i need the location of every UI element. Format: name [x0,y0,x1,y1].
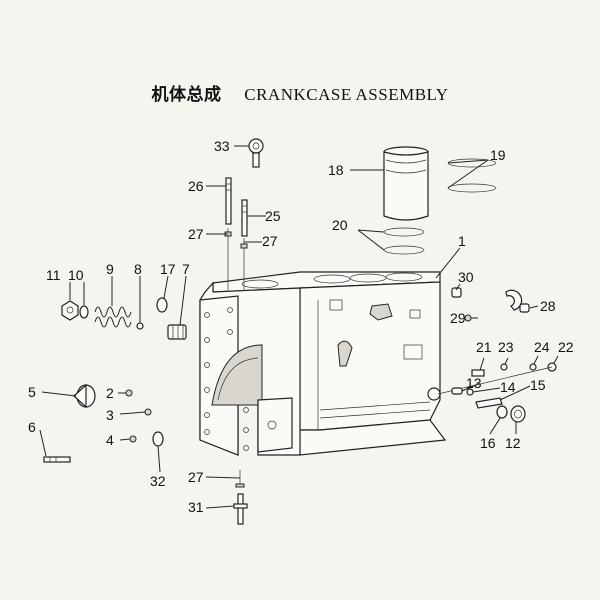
callout-5: 5 [28,384,36,400]
eyebolt [248,138,264,168]
left-side-parts [43,297,187,463]
callout-20: 20 [332,217,348,233]
callout-4: 4 [106,432,114,448]
title-chinese: 机体总成 [151,85,222,105]
callout-21: 21 [476,339,492,355]
callout-9: 9 [106,261,114,277]
crankcase-block [199,271,447,456]
callout-14: 14 [500,379,516,395]
callout-27a: 27 [188,226,204,242]
callout-17: 17 [160,261,176,277]
callout-7: 7 [182,261,190,277]
callout-32: 32 [150,473,166,489]
callout-22: 22 [558,339,574,355]
callout-labels: 1 2 3 4 5 6 7 8 9 10 11 12 13 14 15 16 1… [28,138,574,515]
title-english: CRANKCASE ASSEMBLY [244,85,449,104]
callout-27b: 27 [262,233,278,249]
callout-2: 2 [106,385,114,401]
callout-13: 13 [466,375,482,391]
callout-28: 28 [540,298,556,314]
diagram-title: 机体总成 CRANKCASE ASSEMBLY [0,80,600,105]
callout-16: 16 [480,435,496,451]
callout-18: 18 [328,162,344,178]
callout-15: 15 [530,377,546,393]
callout-8: 8 [134,261,142,277]
callout-26: 26 [188,178,204,194]
callout-6: 6 [28,419,36,435]
callout-3: 3 [106,407,114,423]
callout-25: 25 [265,208,281,224]
cylinder-head-studs [224,177,248,290]
callout-24: 24 [534,339,550,355]
callout-30: 30 [458,269,474,285]
callout-12: 12 [505,435,521,451]
callout-27c: 27 [188,469,204,485]
leader-lines [39,145,559,509]
callout-19: 19 [490,147,506,163]
callout-1: 1 [458,233,466,249]
callout-31: 31 [188,499,204,515]
callout-33: 33 [214,138,230,154]
callout-11: 11 [46,267,61,283]
right-side-parts [437,287,557,423]
callout-10: 10 [68,267,84,283]
cylinder-liner [383,146,429,221]
callout-23: 23 [498,339,514,355]
callout-29: 29 [450,310,466,326]
